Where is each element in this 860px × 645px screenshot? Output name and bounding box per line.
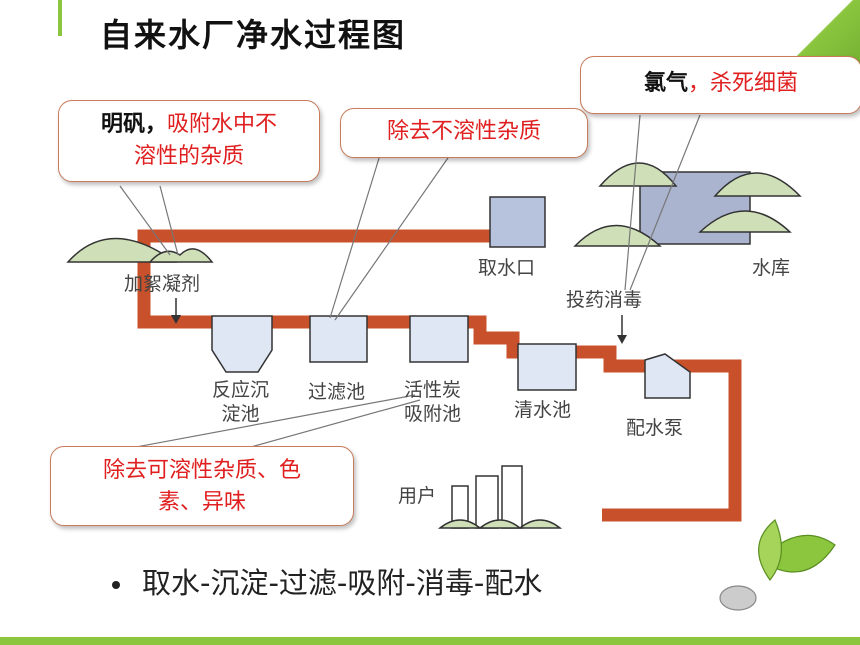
label-sediment: 反应沉 淀池 <box>212 378 269 426</box>
chlorine-desc: 杀死细菌 <box>710 71 799 96</box>
label-pump: 配水泵 <box>626 417 684 439</box>
side-stripe-decoration <box>58 0 62 36</box>
label-reservoir: 水库 <box>752 257 791 279</box>
alum-leader-2 <box>159 185 179 256</box>
label-users: 用户 <box>398 485 437 507</box>
disinfect-arrow-head <box>617 335 627 344</box>
label-carbon: 活性炭 吸附池 <box>404 378 461 426</box>
filter-leader-1 <box>329 154 381 319</box>
chlorine-term: 氯气 <box>643 71 688 96</box>
bullet-dot <box>112 581 120 589</box>
page-title: 自来水厂净水过程图 <box>100 16 407 54</box>
callout-filter: 除去不溶性杂质 <box>340 108 588 158</box>
carbon-leader-2 <box>239 399 421 451</box>
callout-alum: 明矾，吸附水中不 溶性的杂质 <box>58 100 320 182</box>
carbon-tank <box>409 315 469 363</box>
left-bush <box>148 248 214 263</box>
label-carbon-2: 吸附池 <box>404 403 462 425</box>
reservoir-hill-4 <box>698 210 792 233</box>
carbon-desc-2: 素、异味 <box>157 490 246 515</box>
user-building-3 <box>501 465 523 529</box>
callout-chlorine: 氯气，杀死细菌 <box>580 56 860 114</box>
reservoir-hill-3 <box>573 224 662 247</box>
alum-desc-2: 溶性的杂质 <box>133 144 244 169</box>
alum-leader-1 <box>119 185 171 256</box>
reservoir-hill-2 <box>713 172 802 197</box>
chlorine-sep: ， <box>687 71 710 96</box>
clean-tank <box>517 343 577 391</box>
water-pipe <box>137 229 742 522</box>
alum-desc-1: 吸附水中不 <box>167 112 278 137</box>
user-bushes <box>437 519 563 529</box>
process-summary-text: 取水-沉淀-过滤-吸附-消毒-配水 <box>142 566 543 600</box>
coagulant-arrow-head <box>171 315 181 324</box>
leaf-decoration-2 <box>758 519 783 581</box>
alum-term: 明矾， <box>100 112 167 137</box>
bulb-decoration <box>719 585 757 611</box>
chlorine-leader-2 <box>629 114 701 291</box>
carbon-desc-1: 除去可溶性杂质、色 <box>102 458 301 483</box>
process-summary: 取水-沉淀-过滤-吸附-消毒-配水 <box>112 560 542 602</box>
callout-carbon: 除去可溶性杂质、色 素、异味 <box>50 446 354 526</box>
bottom-bar-decoration <box>0 637 860 645</box>
intake-box <box>489 196 546 248</box>
filter-leader-2 <box>334 154 451 321</box>
label-clean: 清水池 <box>514 399 572 421</box>
label-sediment-1: 反应沉 <box>212 379 270 401</box>
filter-desc: 除去不溶性杂质 <box>386 119 541 144</box>
carbon-leader-1 <box>119 394 416 451</box>
sediment-tank <box>211 315 273 373</box>
chlorine-leader-1 <box>624 114 641 291</box>
pump-house <box>644 353 691 399</box>
label-intake: 取水口 <box>478 257 536 279</box>
filter-tank <box>309 315 368 363</box>
label-filter: 过滤池 <box>308 381 366 403</box>
label-coagulant: 加絮凝剂 <box>124 273 201 295</box>
label-carbon-1: 活性炭 <box>404 379 462 401</box>
reservoir-hill-1 <box>598 162 678 187</box>
label-disinfect: 投药消毒 <box>566 289 643 311</box>
label-sediment-2: 淀池 <box>221 403 260 425</box>
